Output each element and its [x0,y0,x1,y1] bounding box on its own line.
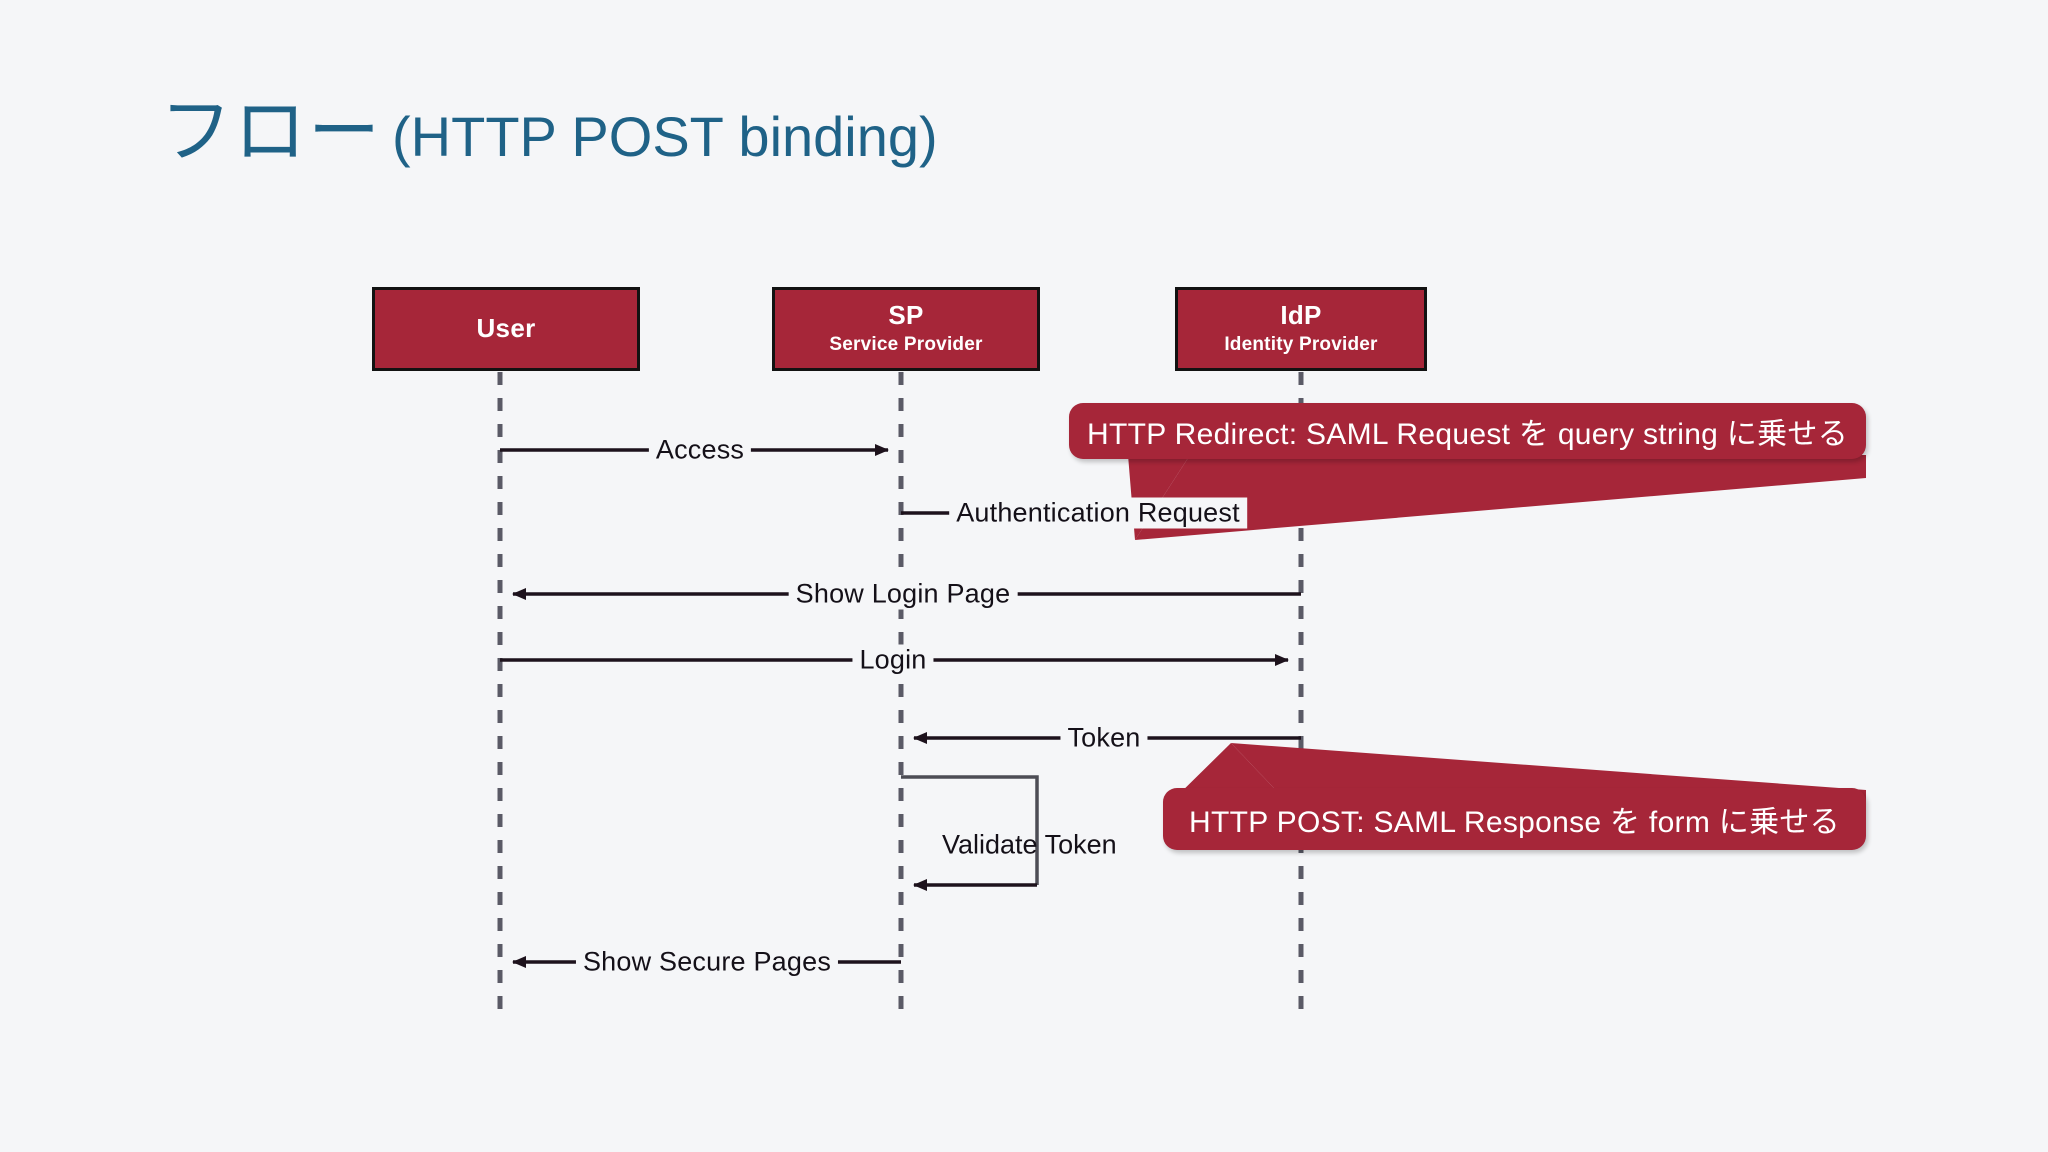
page-title-jp: フロー [160,92,383,172]
message-label-show-secure-pages: Show Secure Pages [575,946,839,978]
message-label-login: Login [852,644,934,676]
participant-name-sp: SP [888,299,924,330]
message-label-authentication-request: Authentication Request [949,497,1247,529]
message-label-show-login-page: Show Login Page [788,578,1018,610]
page-title-en: (HTTP POST binding) [392,105,938,168]
participant-name-user: User [476,313,536,344]
page-title: フロー(HTTP POST binding) [160,96,938,168]
participant-subtitle-sp: Service Provider [829,333,983,355]
callout-http-post[interactable]: HTTP POST: SAML Response を form に乗せる [1163,788,1866,850]
message-label-access: Access [648,434,752,466]
participant-name-idp: IdP [1280,299,1322,330]
participant-subtitle-idp: Identity Provider [1224,333,1378,355]
participant-box-idp[interactable]: IdP Identity Provider [1175,287,1427,371]
self-message-validate-token [901,775,1039,891]
message-label-token: Token [1060,722,1148,754]
participant-box-sp[interactable]: SP Service Provider [772,287,1040,371]
message-label-validate-token: Validate Token [942,829,1117,860]
callout-http-post-text: HTTP POST: SAML Response を form に乗せる [1189,806,1840,839]
participant-box-user[interactable]: User [372,287,640,371]
callout-http-redirect[interactable]: HTTP Redirect: SAML Request を query stri… [1069,403,1866,459]
callout-http-redirect-text: HTTP Redirect: SAML Request を query stri… [1087,418,1848,451]
callout-http-redirect-skirt [1135,455,1866,540]
